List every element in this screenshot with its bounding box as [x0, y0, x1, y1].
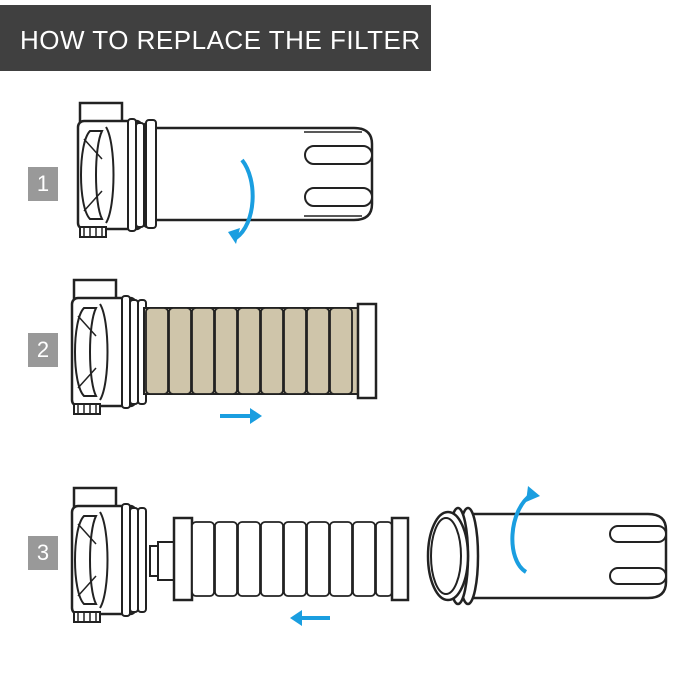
step-3-assembly — [70, 486, 668, 626]
step-2-assembly — [70, 278, 378, 424]
step-badge-1: 1 — [28, 167, 58, 201]
step-badge-2: 2 — [28, 333, 58, 367]
title-banner: HOW TO REPLACE THE FILTER — [0, 5, 431, 71]
rotate-arrow-icon-2 — [510, 492, 534, 574]
insert-left-arrow-icon — [290, 610, 330, 626]
page-title: HOW TO REPLACE THE FILTER — [20, 25, 421, 55]
rotate-arrow-icon — [234, 158, 255, 240]
step-1-assembly — [76, 101, 374, 244]
step-badge-3: 3 — [28, 536, 58, 570]
pull-right-arrow-icon — [220, 408, 262, 424]
